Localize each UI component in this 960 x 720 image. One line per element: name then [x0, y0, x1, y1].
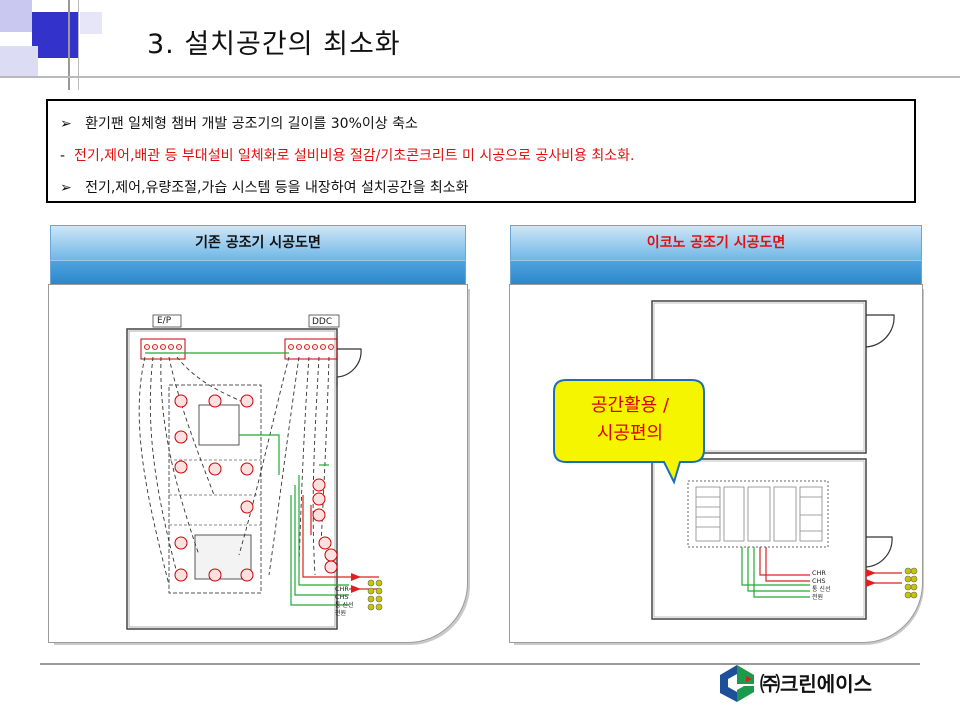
summary-text-1: 환기팬 일체형 챔버 개발 공조기의 길이를 30%이상 축소	[85, 116, 418, 132]
callout-text: 공간활용 / 시공편의	[554, 392, 706, 448]
left-panel-title: 기존 공조기 시공도면	[195, 235, 321, 251]
right-installation-diagram: CHR CHS 통 신선 전원	[651, 300, 918, 620]
bullet-arrow-icon: ➢	[60, 180, 72, 196]
comm-line-label: 통 신선	[812, 585, 830, 593]
summary-line-3: ➢ 전기,제어,유량조절,가습 시스템 등을 내장하여 설치공간을 최소화	[60, 177, 468, 197]
left-installation-diagram: E/P DDC	[126, 314, 383, 630]
chr-label: CHR	[335, 585, 349, 593]
bullet-arrow-icon: ➢	[60, 116, 72, 132]
footer-rule	[40, 663, 920, 665]
power-label: 전원	[335, 609, 346, 617]
ddc-label: DDC	[312, 317, 332, 327]
corner-square-large	[32, 12, 78, 58]
corner-line-vertical	[78, 0, 79, 90]
left-panel-header: 기존 공조기 시공도면	[50, 225, 466, 260]
summary-box: ➢ 환기팬 일체형 챔버 개발 공조기의 길이를 30%이상 축소 - 전기,제…	[46, 99, 916, 203]
right-panel-header: 이코노 공조기 시공도면	[510, 225, 922, 260]
chs-label: CHS	[812, 577, 826, 585]
summary-text-3: 전기,제어,유량조절,가습 시스템 등을 내장하여 설치공간을 최소화	[85, 180, 469, 196]
callout-bubble	[553, 379, 705, 485]
right-panel-title: 이코노 공조기 시공도면	[646, 235, 786, 251]
callout-line-1: 공간활용 /	[590, 395, 670, 416]
dash-marker: -	[60, 148, 66, 164]
slide-title: 3. 설치공간의 최소화	[147, 29, 401, 60]
left-panel-drawing: E/P DDC	[48, 284, 468, 643]
corner-square-light	[0, 0, 32, 32]
title-underline	[0, 76, 960, 78]
right-panel-drawing: CHR CHS 통 신선 전원	[509, 284, 923, 643]
summary-text-2: 전기,제어,배관 등 부대설비 일체화로 설비비용 절감/기초콘크리트 미 시공…	[73, 148, 635, 164]
ep-label: E/P	[157, 316, 172, 326]
summary-line-2: - 전기,제어,배관 등 부대설비 일체화로 설비비용 절감/기초콘크리트 미 …	[60, 145, 634, 165]
chs-label: CHS	[335, 593, 349, 601]
summary-line-1: ➢ 환기팬 일체형 챔버 개발 공조기의 길이를 30%이상 축소	[60, 113, 418, 133]
chr-label: CHR	[812, 569, 826, 577]
right-panel-subheader	[510, 260, 922, 286]
corner-line-vertical	[68, 0, 70, 90]
company-name: ㈜크린에이스	[760, 672, 872, 696]
left-panel-subheader	[50, 260, 466, 286]
corner-square-light	[0, 46, 38, 78]
power-label: 전원	[812, 593, 823, 601]
company-logo-icon	[720, 665, 754, 702]
corner-square-light	[80, 12, 102, 34]
comm-line-label: 통 신선	[335, 601, 353, 609]
callout-line-2: 시공편의	[596, 423, 664, 444]
